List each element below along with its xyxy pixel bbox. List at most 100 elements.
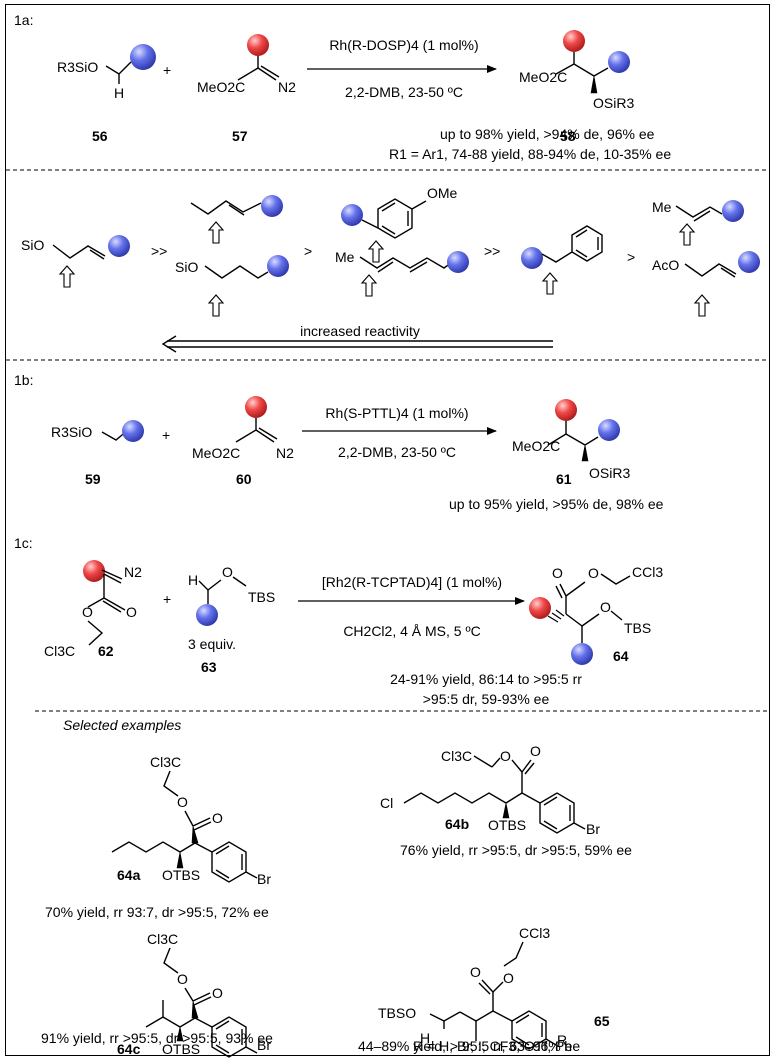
result-text: up to 95% yield, >95% de, 98% ee <box>449 496 664 512</box>
bond <box>524 762 535 775</box>
otbs-label: OTBS <box>488 817 526 833</box>
r-definition: R = H, Br, I, CF3, OTf, Ph <box>413 1038 572 1054</box>
conditions-text: 2,2-DMB, 23-50 ºC <box>345 84 463 100</box>
benzene-ring <box>571 225 603 262</box>
result-text: 44–89% yield, > 95:5 rr, 63–96% ee <box>358 1038 580 1054</box>
bond <box>192 992 211 1002</box>
bond <box>381 202 396 212</box>
blue-ball-icon <box>267 255 289 277</box>
red-ball-icon <box>563 30 585 52</box>
bond <box>511 759 523 773</box>
catalyst-text: [Rh2(R-TCPTAD)4] (1 mol%) <box>322 574 502 590</box>
ome-label: OMe <box>427 185 458 201</box>
cl3c-label: Cl3C <box>150 754 181 770</box>
o-label: O <box>82 604 93 620</box>
ccl3-label: CCl3 <box>632 564 663 580</box>
bond <box>610 610 623 621</box>
up-arrow-icon <box>207 294 225 317</box>
bond <box>547 433 567 446</box>
bond <box>409 261 428 273</box>
bond <box>361 219 379 229</box>
benzene-ring <box>211 841 247 883</box>
ccl3-label: CCl3 <box>519 925 550 941</box>
result-text: >95:5 dr, 59-93% ee <box>423 691 550 707</box>
greater-than: >> <box>484 243 500 259</box>
tbs-label: TBS <box>624 620 651 636</box>
bond <box>429 1013 445 1022</box>
compound-59: 59 <box>85 471 101 487</box>
compound-56: 56 <box>92 128 108 144</box>
bond <box>475 1010 494 1022</box>
o-label: O <box>600 599 611 615</box>
br-label: Br <box>257 871 271 887</box>
blue-ball-icon <box>130 44 156 70</box>
bond <box>521 759 532 773</box>
h-label: H <box>114 85 124 101</box>
bond <box>505 792 523 804</box>
blue-ball-icon <box>608 51 630 73</box>
section-1c-label: 1c: <box>14 535 33 551</box>
bond <box>541 251 573 263</box>
cl3c-label: Cl3C <box>441 748 472 764</box>
equiv-label: 3 equiv. <box>188 636 236 652</box>
plus-sign: + <box>162 427 170 443</box>
bond <box>245 1046 258 1054</box>
blue-ball-icon <box>122 420 144 442</box>
compound-57: 57 <box>232 128 248 144</box>
o-label: O <box>177 971 188 987</box>
n2-label: N2 <box>124 564 142 580</box>
bond <box>204 265 269 279</box>
result-text: up to 98% yield, >94% de, 96% ee <box>440 126 655 142</box>
otbs-label: OTBS <box>162 1041 200 1057</box>
benzene-ring <box>539 792 575 834</box>
bond <box>359 256 452 269</box>
bond <box>381 225 396 235</box>
up-arrow-icon <box>207 221 225 244</box>
scheme-frame <box>5 4 770 1056</box>
bond <box>515 1036 530 1046</box>
bond <box>403 792 507 804</box>
bond <box>190 200 262 215</box>
red-ball-icon <box>529 597 551 619</box>
catalyst-text: Rh(R-DOSP)4 (1 mol%) <box>329 37 478 53</box>
bond <box>565 433 586 446</box>
blue-ball-icon <box>341 204 363 226</box>
bond <box>193 996 212 1006</box>
r3sio-label: R3SiO <box>51 424 92 440</box>
compound-63: 63 <box>201 659 217 675</box>
up-arrow-icon <box>367 240 385 263</box>
bond <box>377 261 394 273</box>
red-ball-icon <box>83 560 105 582</box>
red-ball-icon <box>555 399 577 421</box>
bond <box>443 1011 461 1022</box>
bond <box>575 249 588 258</box>
compound-61: 61 <box>556 471 572 487</box>
benzene-ring <box>377 198 413 239</box>
blue-ball-icon <box>598 419 620 441</box>
bond <box>411 200 427 210</box>
wedge-bond <box>176 1026 184 1042</box>
bond <box>228 204 245 216</box>
reactivity-caption: increased reactivity <box>300 323 420 339</box>
cl-label: Cl <box>380 795 393 811</box>
osir3-label: OSiR3 <box>593 95 634 111</box>
red-ball-icon <box>245 396 267 418</box>
r-label: R <box>557 1032 567 1048</box>
up-arrow-icon <box>693 294 711 317</box>
compound-60: 60 <box>236 471 252 487</box>
compound-64: 64 <box>613 648 629 664</box>
bond <box>257 67 277 81</box>
greater-than: >> <box>151 243 167 259</box>
compound-58: 58 <box>560 128 576 144</box>
tbs-label: TBS <box>248 589 275 605</box>
bond <box>193 821 212 831</box>
bond <box>103 597 126 611</box>
bond <box>215 845 230 855</box>
reactivity-arrow-head <box>161 335 177 353</box>
h-label: H <box>188 572 198 588</box>
bond <box>215 1020 230 1030</box>
bond <box>481 979 494 993</box>
bond <box>145 1016 164 1028</box>
cl3c-label: Cl3C <box>147 931 178 947</box>
